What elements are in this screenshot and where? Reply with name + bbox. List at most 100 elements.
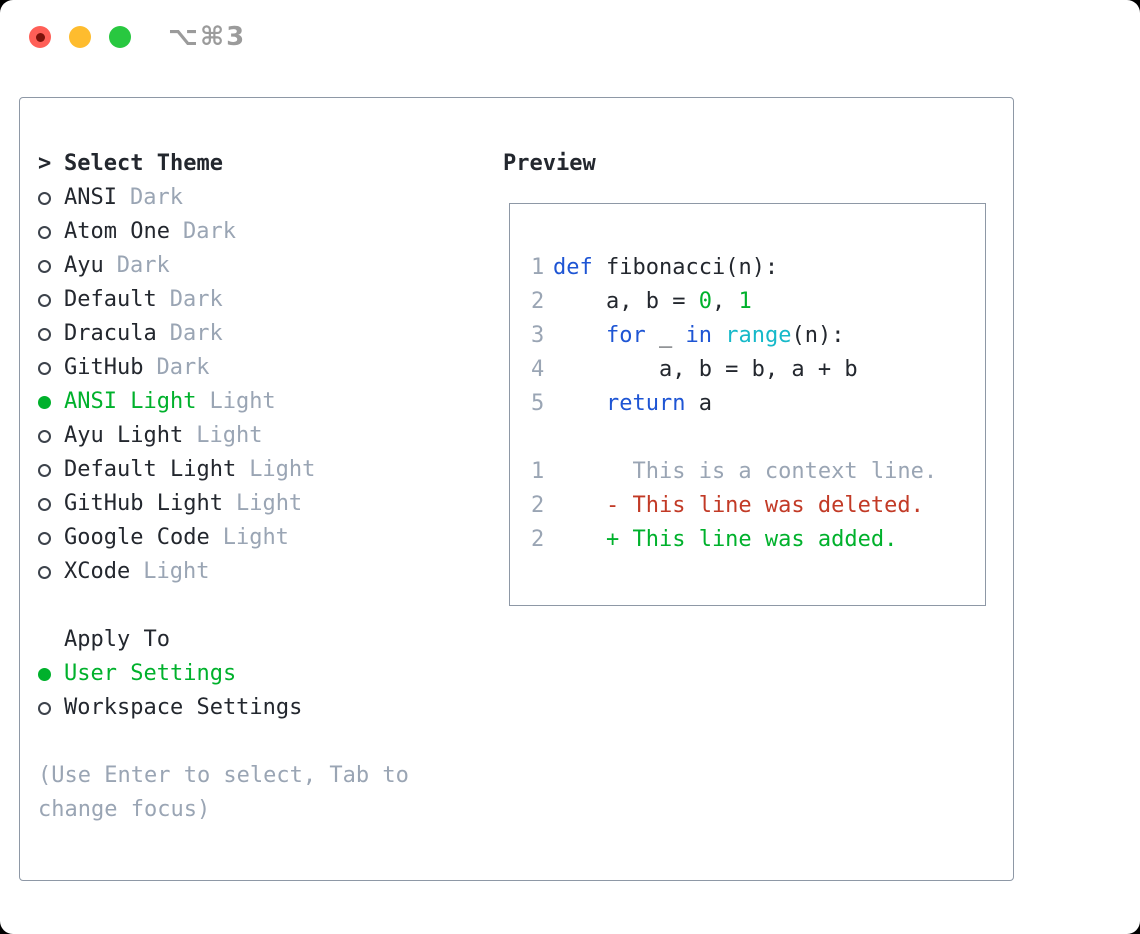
code-line: 1 This is a context line. bbox=[531, 454, 985, 488]
radio-icon bbox=[38, 429, 51, 443]
code-token: 1 bbox=[738, 288, 752, 314]
theme-variant: Dark bbox=[169, 321, 223, 346]
code-line: 5 return a bbox=[531, 386, 985, 420]
close-button[interactable] bbox=[29, 26, 51, 48]
theme-name: XCode bbox=[64, 559, 131, 584]
preview-title: Preview bbox=[503, 151, 596, 176]
code-token bbox=[712, 323, 725, 348]
preview-box: 1 def fibonacci(n): 2 a, b = 0, 1 3 for _ i… bbox=[509, 203, 986, 606]
theme-name: Ayu Light bbox=[64, 423, 184, 448]
theme-option[interactable]: Google Code Light bbox=[38, 521, 482, 555]
code-content: a, b = b, a + b bbox=[553, 357, 858, 382]
radio-slot bbox=[38, 361, 64, 375]
line-number: 5 bbox=[531, 390, 545, 416]
radio-icon bbox=[38, 191, 51, 205]
theme-option[interactable]: ANSI Dark bbox=[38, 181, 482, 215]
code-line: 3 for _ in range(n): bbox=[531, 318, 985, 352]
code-line: 2 + This line was added. bbox=[531, 522, 985, 556]
code-line: 4 a, b = b, a + b bbox=[531, 352, 985, 386]
theme-variant: Dark bbox=[169, 287, 223, 312]
code-token: 0 bbox=[698, 288, 712, 314]
theme-variant: Dark bbox=[156, 355, 210, 380]
radio-slot bbox=[38, 429, 64, 443]
code-token: return bbox=[605, 390, 686, 416]
code-token: , bbox=[711, 288, 739, 314]
apply-to-title: Apply To bbox=[64, 627, 170, 652]
code-token: fibonacci(n): bbox=[592, 254, 779, 280]
radio-slot bbox=[38, 259, 64, 273]
theme-option[interactable]: Dracula Dark bbox=[38, 317, 482, 351]
minimize-button[interactable] bbox=[69, 26, 91, 48]
code-token: range bbox=[725, 322, 792, 348]
select-theme-header: > Select Theme bbox=[38, 147, 482, 181]
radio-icon bbox=[38, 327, 51, 341]
code-token: a, b = b, a + b bbox=[553, 356, 858, 382]
radio-slot bbox=[38, 667, 64, 681]
theme-name: Atom One bbox=[64, 219, 170, 244]
radio-slot bbox=[38, 531, 64, 545]
line-number: 1 bbox=[531, 254, 545, 280]
help-text: (Use Enter to select, Tab to change focu… bbox=[38, 763, 409, 822]
theme-variant: Dark bbox=[129, 185, 183, 210]
code-token: in bbox=[685, 322, 712, 348]
theme-variant: Light bbox=[222, 525, 289, 550]
code-content: for _ in range(n): bbox=[553, 323, 844, 348]
apply-to-label: Workspace Settings bbox=[64, 695, 303, 720]
radio-selected-icon bbox=[38, 667, 51, 681]
line-number: 4 bbox=[531, 356, 545, 382]
code-line: 2 - This line was deleted. bbox=[531, 488, 985, 522]
theme-name: Default Light bbox=[64, 457, 237, 482]
radio-icon bbox=[38, 225, 51, 239]
radio-slot bbox=[38, 191, 64, 205]
apply-to-header: Apply To bbox=[38, 623, 482, 657]
spacer bbox=[38, 725, 482, 759]
code-content: return a bbox=[553, 391, 712, 416]
theme-name: ANSI bbox=[64, 185, 117, 210]
code-token bbox=[553, 391, 606, 416]
theme-name: Ayu bbox=[64, 253, 104, 278]
radio-slot bbox=[38, 327, 64, 341]
code-token: a bbox=[685, 390, 712, 416]
radio-icon bbox=[38, 701, 51, 715]
theme-name: Dracula bbox=[64, 321, 157, 346]
theme-name: Default bbox=[64, 287, 157, 312]
theme-name: ANSI Light bbox=[64, 389, 197, 414]
spacer bbox=[38, 589, 482, 623]
code-token: def bbox=[553, 254, 593, 280]
code-content: + This line was added. bbox=[553, 527, 897, 552]
code-line: 1 def fibonacci(n): bbox=[531, 250, 985, 284]
theme-option[interactable]: Default Dark bbox=[38, 283, 482, 317]
titlebar bbox=[29, 26, 131, 48]
code-token: (n): bbox=[791, 322, 845, 348]
theme-name: Google Code bbox=[64, 525, 210, 550]
apply-to-label: User Settings bbox=[64, 661, 237, 686]
apply-to-option[interactable]: Workspace Settings bbox=[38, 691, 482, 725]
apply-to-option[interactable]: User Settings bbox=[38, 657, 482, 691]
maximize-button[interactable] bbox=[109, 26, 131, 48]
radio-icon bbox=[38, 565, 51, 579]
line-number: 1 bbox=[531, 458, 545, 484]
line-number: 2 bbox=[531, 288, 545, 314]
line-number: 2 bbox=[531, 526, 545, 552]
radio-icon bbox=[38, 361, 51, 375]
radio-selected-icon bbox=[38, 395, 51, 409]
radio-slot bbox=[38, 463, 64, 477]
theme-variant: Light bbox=[235, 491, 303, 516]
code-token: This is a context line. bbox=[553, 458, 938, 484]
code-token: a, b = bbox=[553, 288, 699, 314]
radio-slot bbox=[38, 293, 64, 307]
code-token: _ bbox=[645, 322, 686, 348]
unsaved-dot-icon bbox=[35, 32, 45, 42]
